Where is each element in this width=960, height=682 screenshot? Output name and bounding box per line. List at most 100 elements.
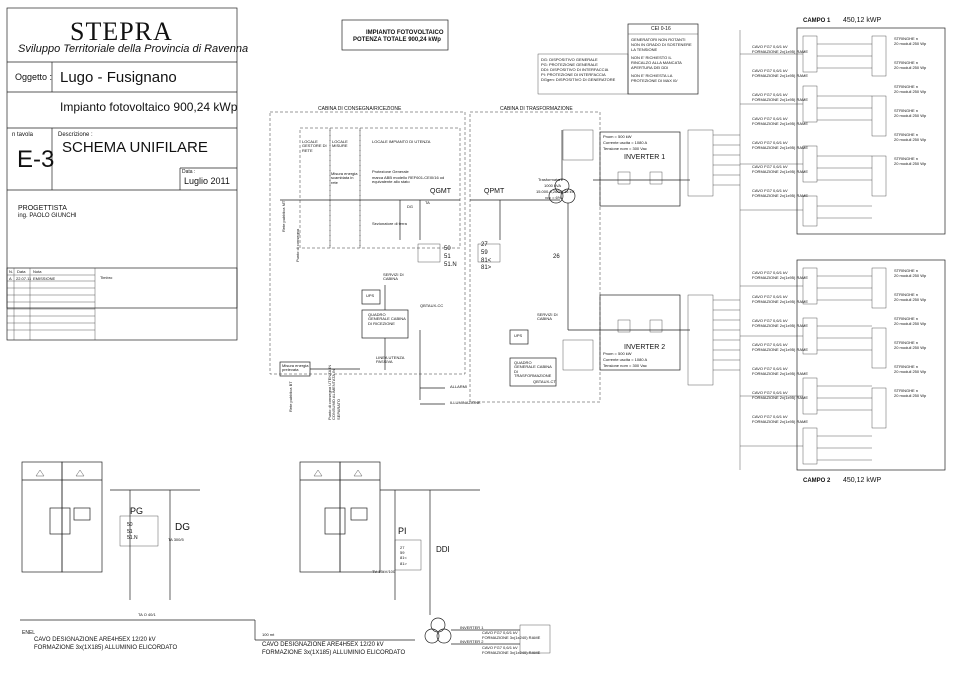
rev-row-data: 22.07.11 — [16, 276, 32, 281]
stringhe-label: STRINGHE n — [894, 36, 919, 41]
legend-line: PI: PROTEZIONE DI INTERFACCIA — [541, 72, 606, 77]
cable-label: CAVO FG7 0,6/1 kV — [752, 342, 788, 347]
cable-label: FORMAZIONE 2x(1x95) RAME — [752, 49, 809, 54]
cei-line: NON IN GRADO DI SOSTENERE — [631, 42, 692, 47]
cable-label: FORMAZIONE 2x(1x95) RAME — [752, 419, 809, 424]
rev-header-nota: Nota — [33, 269, 42, 274]
cei-line: NON E' RICHIESTO IL — [631, 55, 672, 60]
moduli-label: 20 moduli 250 Wp — [894, 137, 927, 142]
moduli-label: 20 moduli 250 Wp — [894, 113, 927, 118]
relay-label: 51.N — [444, 261, 457, 268]
stringhe-label: STRINGHE n — [894, 340, 919, 345]
inv1-pnom: Pnom = 500 kW — [603, 134, 632, 139]
qgmt-label: QGMT — [430, 188, 451, 195]
rev-row-n: A — [9, 276, 12, 281]
transformer-power: 1000 kVA — [544, 183, 562, 188]
stringhe-label: STRINGHE n — [894, 60, 919, 65]
inverter1-label: INVERTER 1 — [624, 154, 666, 161]
moduli-label: 20 moduli 250 Wp — [894, 321, 927, 326]
cei-line: RINCALZO ALLA MANCATA — [631, 60, 682, 65]
servizi-cabina-2: SERVIZI DI CABINA — [537, 312, 558, 322]
moduli-label: 20 moduli 250 Wp — [894, 369, 927, 374]
moduli-label: 20 moduli 250 Wp — [894, 297, 927, 302]
relay-label: 50 — [444, 246, 451, 252]
inv2-pnom: Pnom = 500 kW — [603, 351, 632, 356]
moduli-label: 20 moduli 250 Wp — [894, 65, 927, 70]
moduli-label: 20 moduli 250 Wp — [894, 161, 927, 166]
cable-label: FORMAZIONE 2x(1x95) RAME — [752, 121, 809, 126]
descrizione-value: SCHEMA UNIFILARE — [62, 139, 208, 156]
legend-line: DGgen: DISPOSITIVO DI GENERATORE — [541, 77, 616, 82]
cabina-consegna-title: CABINA DI CONSEGNA/RICEZIONE — [318, 106, 402, 112]
dg-label: DG — [175, 522, 190, 533]
dg-label-top: DG — [407, 204, 413, 209]
ups-1: UPS — [366, 293, 375, 298]
relay-label: 81< — [400, 555, 407, 561]
pg-label: PG — [130, 506, 144, 516]
bottom-inverter2: INVERTER 2 — [460, 639, 484, 644]
transformer-label: Trasformatore — [538, 177, 563, 182]
moduli-label: 20 moduli 250 Wp — [894, 89, 927, 94]
cable-label: FORMAZIONE 2x(1x95) RAME — [752, 73, 809, 78]
relay-label: 59 — [481, 249, 488, 256]
cable-label: CAVO FG7 0,6/1 kV — [752, 414, 788, 419]
cable-left-line1: CAVO DESIGNAZIONE ARE4H5EX 12/20 kV — [34, 637, 156, 643]
relay-26: 26 — [553, 254, 560, 260]
progettista-label: PROGETTISTA — [18, 205, 67, 212]
quadro-trasformazione: QUADRO GENERALE CABINA DI TRASFORMAZIONE — [514, 360, 552, 379]
relay-label: 51 — [444, 253, 451, 260]
cable-label: FORMAZIONE 2x(1x95) RAME — [752, 323, 809, 328]
locale-impianto: LOCALE IMPIANTO DI UTENZA — [372, 139, 431, 144]
punto-consegna-bt: Punto di consegna UTENZA IN CONSUMO ALIM… — [327, 364, 341, 420]
qbtaux-ct: QBTAUX-CT — [533, 379, 556, 384]
servizi-cabina: SERVIZI DI CABINA — [383, 272, 404, 282]
data-value: Luglio 2011 — [184, 176, 230, 186]
pi-label: PI — [398, 526, 407, 536]
campo2-value: 450,12 kWP — [843, 477, 882, 484]
cei-line: GENERATORI NON ROTANTI — [631, 37, 686, 42]
stringhe-label: STRINGHE n — [894, 268, 919, 273]
relay-list-pg: 50 51 51.N — [444, 246, 457, 269]
cable-label: CAVO FG7 0,6/1 kV — [752, 116, 788, 121]
impianto-title: Impianto fotovoltaico 900,24 kWp — [60, 100, 238, 114]
cei-line: NON E' RICHIESTA LA — [631, 73, 673, 78]
moduli-label: 20 moduli 250 Wp — [894, 393, 927, 398]
cable-label: FORMAZIONE 2x(1x95) RAME — [752, 97, 809, 102]
ta-300-label: TA 300/5 — [168, 537, 184, 542]
stringhe-label: STRINGHE n — [894, 388, 919, 393]
cei-line: LA TENSIONE — [631, 47, 658, 52]
relay-label: 81< — [481, 257, 492, 264]
distance-label: 100 mt — [262, 632, 275, 637]
cable-label: CAVO FG7 0,6/1 kV — [752, 92, 788, 97]
moduli-label: 20 moduli 250 Wp — [894, 345, 927, 350]
cable-label: CAVO FG7 0,6/1 kV — [752, 164, 788, 169]
stringhe-label: STRINGHE n — [894, 292, 919, 297]
inv2-tensione: Tensione nom = 300 Vac — [603, 363, 647, 368]
allarmi: ALLARMI — [450, 384, 468, 389]
ups-2: UPS — [514, 333, 523, 338]
inverter2-label: INVERTER 2 — [624, 344, 666, 351]
cable-label: FORMAZIONE 2x(1x95) RAME — [752, 275, 809, 280]
quadro-generale-ricezione: QUADRO GENERALE CABINA DI RICEZIONE — [368, 312, 406, 326]
relay-label: 81> — [481, 265, 492, 272]
bottom-relays-pi: 27 59 81< 81> — [400, 545, 407, 566]
descrizione-label: Descrizione : — [58, 132, 93, 138]
cable-label: CAVO FG7 0,6/1 kV — [752, 390, 788, 395]
illuminazione: ILLUMINAZIONE — [450, 400, 481, 405]
company-logo: STEPRA — [70, 17, 173, 46]
stringhe-label: STRINGHE n — [894, 156, 919, 161]
relay-label: 50 — [127, 522, 133, 528]
cable-label: FORMAZIONE 2x(1x95) RAME — [752, 145, 809, 150]
rev-header-timbro: Timbro — [100, 275, 113, 280]
progettista-value: ing. PAOLO GIUNCHI — [18, 213, 77, 219]
bottom-cable-bt2-a: CAVO FG7 0,6/1 kV — [482, 645, 518, 650]
ddi-label: DDI — [436, 545, 450, 554]
bottom-cable-bt1-b: FORMAZIONE 3x(1x240) RAME — [482, 635, 541, 640]
bottom-relays-pg: 50 51 51.N — [127, 522, 138, 542]
stringhe-label: STRINGHE n — [894, 84, 919, 89]
cable-label: CAVO FG7 0,6/1 kV — [752, 270, 788, 275]
stringhe-group-campo1: STRINGHE n 20 moduli 250 Wp STRINGHE n 2… — [894, 36, 926, 166]
cei-title: CEI 0-16 — [651, 26, 671, 32]
cable-label: CAVO FG7 0,6/1 kV — [752, 366, 788, 371]
